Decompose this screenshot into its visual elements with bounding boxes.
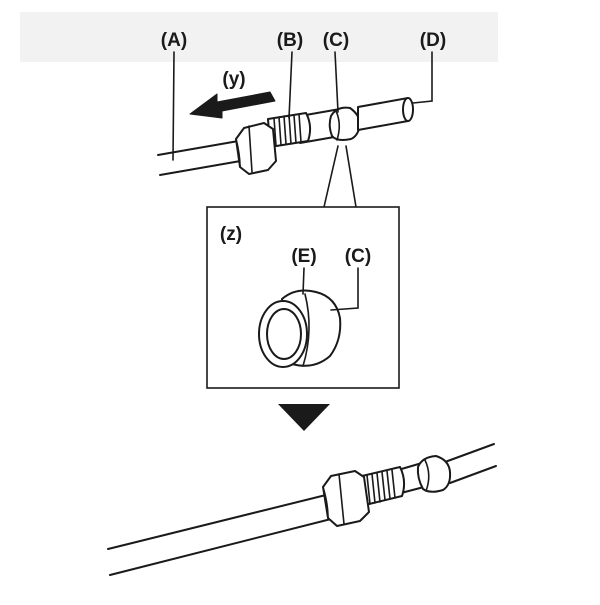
olive-enlarged <box>258 289 342 368</box>
olive-c <box>328 106 361 141</box>
down-arrow <box>278 404 330 431</box>
label-a: (A) <box>161 30 187 51</box>
leader-c-detail <box>330 267 359 311</box>
leader-e <box>302 267 305 295</box>
hose-bottom-right <box>444 443 497 484</box>
hose-bottom-left <box>107 493 336 576</box>
label-d: (D) <box>420 30 446 51</box>
connector-tube-d <box>357 97 414 131</box>
nut-thread-bottom <box>361 466 406 506</box>
direction-arrow-y <box>189 91 276 119</box>
bottom-assembly <box>107 443 497 576</box>
hex-nut-b <box>235 122 277 175</box>
label-c-detail: (C) <box>345 246 371 267</box>
label-z: (z) <box>220 224 242 245</box>
label-c: (C) <box>323 30 349 51</box>
olive-bottom <box>416 455 452 493</box>
detail-box-z: (z) (E) (C) <box>206 206 400 389</box>
top-background-band <box>20 12 498 62</box>
label-e: (E) <box>291 246 316 267</box>
hex-nut-bottom <box>322 470 370 527</box>
label-b: (B) <box>277 30 303 51</box>
top-assembly <box>157 51 433 208</box>
label-y: (y) <box>222 69 245 90</box>
nut-thread-b <box>267 112 312 148</box>
callout-lines <box>323 145 357 208</box>
leader-lines <box>172 51 433 161</box>
